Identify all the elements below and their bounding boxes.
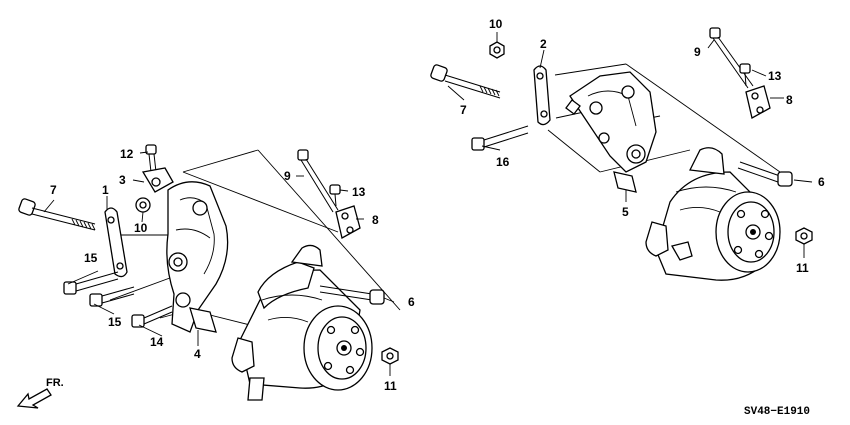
left-bolt-9 <box>297 149 339 213</box>
right-callout-9: 9 <box>694 45 701 59</box>
left-nut-13 <box>329 184 341 207</box>
right-pump-bracket-5 <box>565 71 657 193</box>
front-direction-indicator: FR. <box>16 377 64 409</box>
front-arrow-icon <box>16 388 52 409</box>
left-long-bolt-7 <box>18 198 96 231</box>
left-callout-3: 3 <box>119 173 126 187</box>
left-callout-12: 12 <box>120 147 134 161</box>
right-bolt-16 <box>471 125 529 151</box>
right-nut-11 <box>795 227 813 245</box>
left-callout-11: 11 <box>384 379 397 393</box>
left-nut-10 <box>135 197 151 213</box>
left-callout-6: 6 <box>408 295 415 309</box>
right-long-bolt-7 <box>430 64 501 99</box>
left-bolt-12 <box>145 144 157 173</box>
right-callout-5: 5 <box>622 205 629 219</box>
right-callout-16: 16 <box>496 155 510 169</box>
left-assembly: 7 1 12 3 10 15 15 14 4 9 13 8 6 11 <box>18 144 415 401</box>
left-callout-13: 13 <box>352 185 366 199</box>
right-adjusting-link-2 <box>533 65 551 126</box>
left-callout-9: 9 <box>284 169 291 183</box>
left-callout-1: 1 <box>102 183 109 197</box>
left-bracket-3 <box>141 167 174 193</box>
left-leader-lines <box>43 151 395 376</box>
right-callout-8: 8 <box>786 93 793 107</box>
left-stud-bolt-6 <box>319 285 385 305</box>
left-nut-11 <box>381 347 399 365</box>
right-leader-lines <box>447 32 813 258</box>
right-power-steering-pump <box>645 147 781 281</box>
left-callout-15-lower: 15 <box>108 315 122 329</box>
right-callout-2: 2 <box>540 37 547 51</box>
right-assembly: 10 2 7 16 5 9 13 8 6 11 <box>430 17 825 281</box>
left-bolt-14 <box>131 305 173 328</box>
left-bolt-15-upper <box>63 271 119 295</box>
front-direction-label: FR. <box>46 377 64 389</box>
left-pump-bracket-4 <box>166 181 229 333</box>
left-callout-4: 4 <box>194 347 201 361</box>
right-nut-10 <box>489 41 505 59</box>
diagram-code: SV48−E1910 <box>744 406 810 418</box>
right-callout-7: 7 <box>460 103 467 117</box>
right-callout-13: 13 <box>768 69 782 83</box>
right-callout-10: 10 <box>489 17 503 31</box>
left-callout-14: 14 <box>150 335 164 349</box>
left-callout-10: 10 <box>134 221 148 235</box>
right-stud-bolt-6 <box>737 161 793 187</box>
right-callout-11: 11 <box>796 261 809 275</box>
right-nut-13 <box>739 63 751 87</box>
right-bolt-9 <box>709 27 754 89</box>
left-power-steering-pump <box>231 244 373 401</box>
left-callout-7: 7 <box>50 183 57 197</box>
left-plate-8 <box>335 205 361 239</box>
right-callout-6: 6 <box>818 175 825 189</box>
right-plate-8 <box>745 85 771 119</box>
left-bolt-15-lower <box>89 286 135 307</box>
left-adjusting-link-1 <box>104 207 128 278</box>
left-callout-8: 8 <box>372 213 379 227</box>
left-callout-15-upper: 15 <box>84 251 98 265</box>
